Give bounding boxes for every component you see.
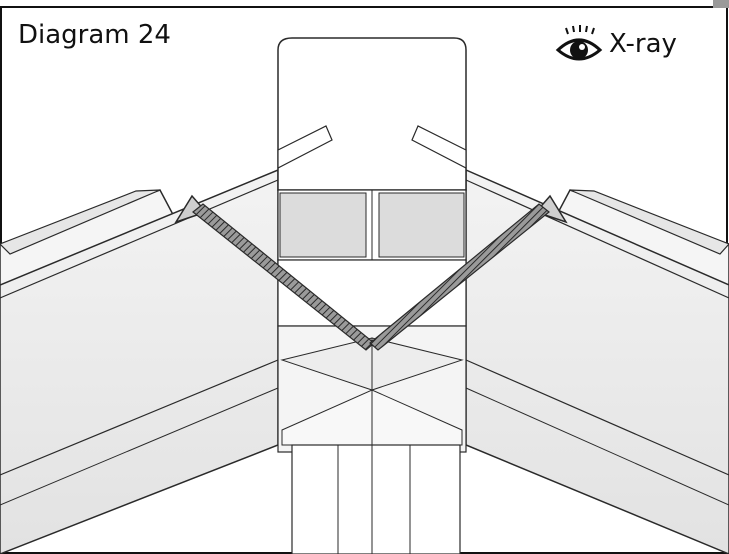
xray-toggle[interactable]: X-ray <box>555 24 677 64</box>
left-roof-panel <box>0 168 279 554</box>
ridge-bracket <box>277 37 467 191</box>
corner-marker <box>713 0 729 8</box>
eye-icon <box>555 25 603 61</box>
right-roof-panel <box>465 168 729 554</box>
xray-label: X-ray <box>609 29 677 59</box>
diagram-title: Diagram 24 <box>18 20 171 50</box>
insert-blocks <box>277 189 467 261</box>
right-screw <box>369 194 568 351</box>
central-column <box>277 259 467 554</box>
